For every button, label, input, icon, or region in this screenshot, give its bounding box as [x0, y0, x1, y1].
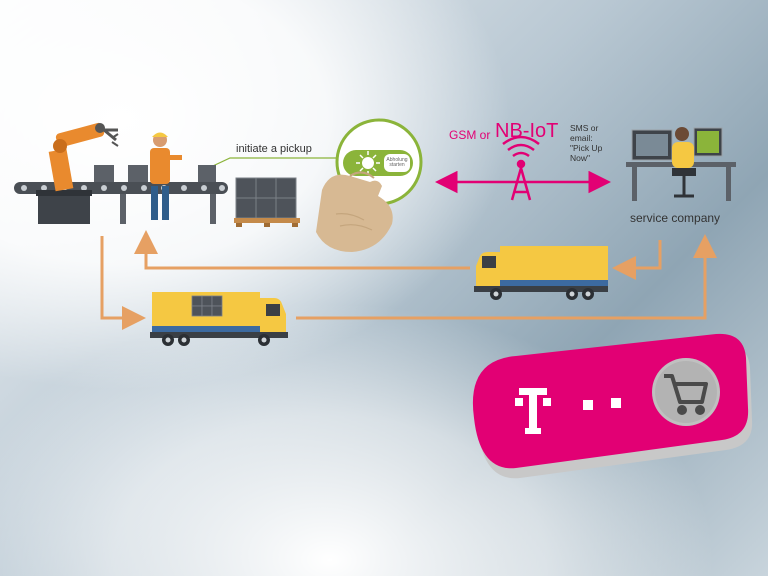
robot-arm-icon: [36, 122, 119, 224]
telekom-logo-icon: [515, 388, 621, 434]
gsm-label: GSM or: [449, 128, 491, 142]
nbiot-label: NB-IoT: [495, 120, 559, 142]
flow-arrows: [100, 230, 717, 330]
telekom-device: [472, 333, 753, 479]
worker-icon: [150, 132, 182, 220]
hand-press-icon: [316, 171, 393, 252]
operator-desk-icon: [626, 127, 736, 201]
truck-icon: [474, 246, 608, 300]
cart-icon: [664, 374, 708, 415]
pickup-connector-line: [199, 157, 340, 173]
arrow-service-to-truck: [612, 240, 662, 280]
arrow-truck-to-service: [296, 234, 717, 320]
antenna-icon: [502, 135, 540, 201]
arrow-truck-to-factory: [134, 230, 470, 270]
truck-icon: [150, 292, 288, 346]
sms-label: SMS or email: "Pick Up Now": [570, 123, 603, 163]
button-label: Abholung starten: [386, 157, 408, 168]
pickup-label: initiate a pickup: [236, 143, 312, 155]
service-company-label: service company: [630, 211, 721, 225]
pallet-icon: [234, 177, 300, 227]
arrow-factory-to-truck: [100, 236, 146, 330]
